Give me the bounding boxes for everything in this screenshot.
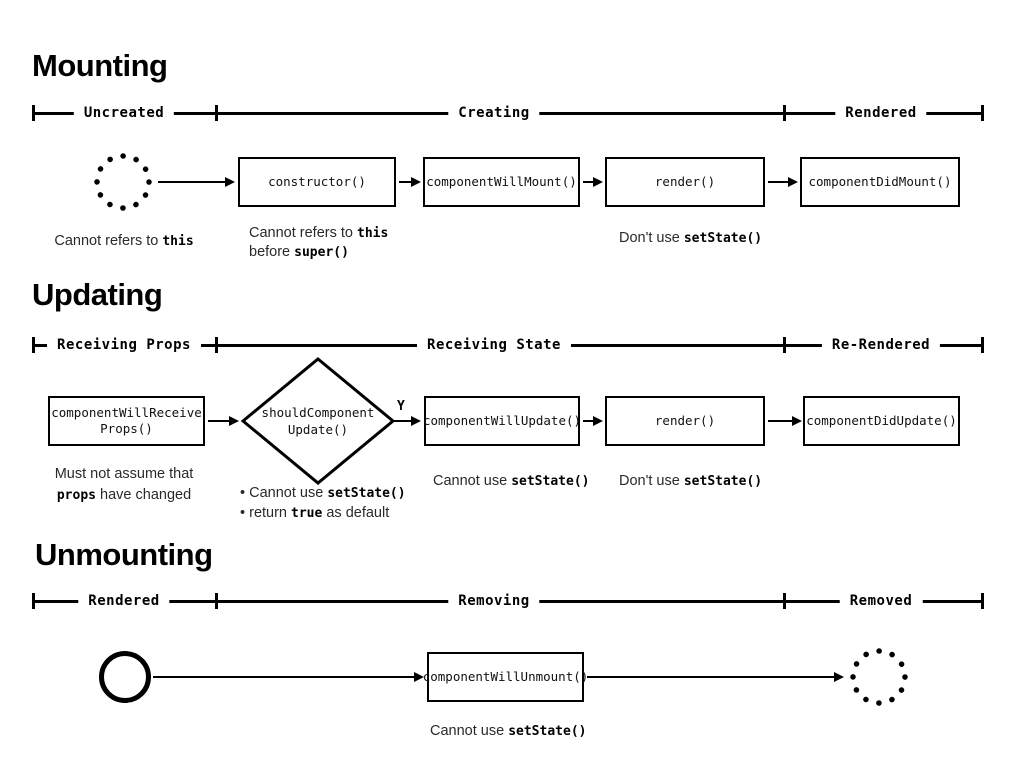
bullet-glyph: • — [240, 485, 246, 501]
note-willunmount: Cannot use setState() — [430, 722, 586, 741]
note-line: Must not assume that — [55, 464, 194, 485]
note-decision-bullets: • Cannot use setState() • return true as… — [240, 483, 406, 523]
note-uncreated: Cannot refers to this — [54, 232, 193, 251]
flow-arrow — [399, 180, 412, 184]
note-text: have changed — [96, 487, 192, 503]
phase-label-receiving-state: Receiving State — [417, 336, 571, 354]
phase-label-rendered: Rendered — [835, 104, 927, 122]
timeline-tick — [782, 337, 786, 353]
box-componentwillmount: componentWillMount() — [423, 157, 580, 207]
note-code: this — [357, 226, 389, 241]
timeline-tick — [31, 105, 35, 121]
note-text: Cannot refers to — [54, 233, 163, 249]
note-text: return — [249, 505, 292, 521]
note-code: true — [291, 506, 323, 521]
phase-label-receiving-props: Receiving Props — [47, 336, 201, 354]
timeline-tick — [214, 593, 218, 609]
box-componentwillunmount: componentWillUnmount() — [423, 652, 588, 702]
box-componentwillupdate: componentWillUpdate() — [423, 396, 581, 446]
flow-arrow — [768, 419, 793, 423]
note-text: Cannot use — [430, 723, 509, 739]
note-text: Cannot use — [433, 473, 512, 489]
timeline-tick — [980, 105, 984, 121]
note-text: Must not assume that — [54, 466, 194, 482]
removed-state-icon — [850, 648, 908, 706]
phase-label-re-rendered: Re-Rendered — [821, 336, 941, 354]
bullet-item: • Cannot use setState() — [240, 483, 406, 503]
decision-yes-label: Y — [397, 399, 405, 414]
timeline-tick — [782, 105, 786, 121]
box-componentdidupdate: componentDidUpdate() — [803, 396, 960, 446]
note-code: setState() — [683, 231, 763, 246]
flow-arrow — [583, 419, 594, 423]
flow-arrow — [583, 180, 594, 184]
note-text: Don't use — [619, 473, 684, 489]
box-componentwillreceiveprops: componentWillReceive Props() — [48, 396, 205, 446]
bullet-item: • return true as default — [240, 503, 406, 523]
phase-label-removing: Removing — [448, 592, 540, 610]
timeline-tick — [31, 337, 35, 353]
note-render-updating: Don't use setState() — [619, 472, 762, 491]
note-code: setState() — [511, 474, 590, 489]
note-code: setState() — [327, 486, 406, 501]
flow-arrow — [208, 419, 230, 423]
phase-label-rendered-unmounting: Rendered — [78, 592, 170, 610]
bullet-glyph: • — [240, 505, 246, 521]
timeline-tick — [214, 337, 218, 353]
note-render-mounting: Don't use setState() — [619, 229, 762, 248]
note-willupdate: Cannot use setState() — [433, 472, 589, 491]
box-componentdidmount: componentDidMount() — [800, 157, 960, 207]
note-text: Don't use — [619, 230, 684, 246]
flow-arrow — [587, 675, 835, 679]
note-code: super() — [294, 245, 349, 260]
phase-label-uncreated: Uncreated — [73, 104, 175, 122]
timeline-tick — [214, 105, 218, 121]
decision-label-shouldcomponentupdate: shouldComponent Update() — [261, 405, 375, 437]
note-line: props have changed — [55, 485, 194, 506]
flow-arrow — [158, 180, 226, 184]
timeline-tick — [980, 593, 984, 609]
note-receiveprops: Must not assume that props have changed — [55, 464, 194, 506]
mounted-state-icon — [99, 651, 151, 703]
note-text: Cannot refers to — [249, 225, 357, 241]
note-constructor: Cannot refers to this before super() — [249, 224, 388, 262]
note-code: setState() — [508, 724, 587, 739]
note-code: props — [56, 488, 96, 503]
phase-label-removed: Removed — [839, 592, 923, 610]
flow-arrow — [768, 180, 789, 184]
flow-arrow — [394, 419, 412, 423]
timeline-tick — [31, 593, 35, 609]
section-title-mounting: Mounting — [32, 48, 168, 83]
phase-label-creating: Creating — [448, 104, 540, 122]
box-render-updating: render() — [605, 396, 765, 446]
note-code: this — [162, 234, 194, 249]
note-text: Cannot use — [249, 485, 328, 501]
section-title-updating: Updating — [32, 277, 163, 312]
note-text: before — [249, 244, 295, 260]
note-line: Cannot refers to this — [249, 224, 388, 243]
timeline-tick — [980, 337, 984, 353]
note-code: setState() — [683, 474, 763, 489]
flow-arrow — [153, 675, 415, 679]
uncreated-state-icon — [94, 153, 152, 211]
note-text: as default — [322, 505, 390, 521]
timeline-tick — [782, 593, 786, 609]
box-render-mounting: render() — [605, 157, 765, 207]
decision-diamond — [241, 357, 395, 485]
box-constructor: constructor() — [238, 157, 396, 207]
note-line: before super() — [249, 243, 388, 262]
section-title-unmounting: Unmounting — [35, 537, 213, 572]
